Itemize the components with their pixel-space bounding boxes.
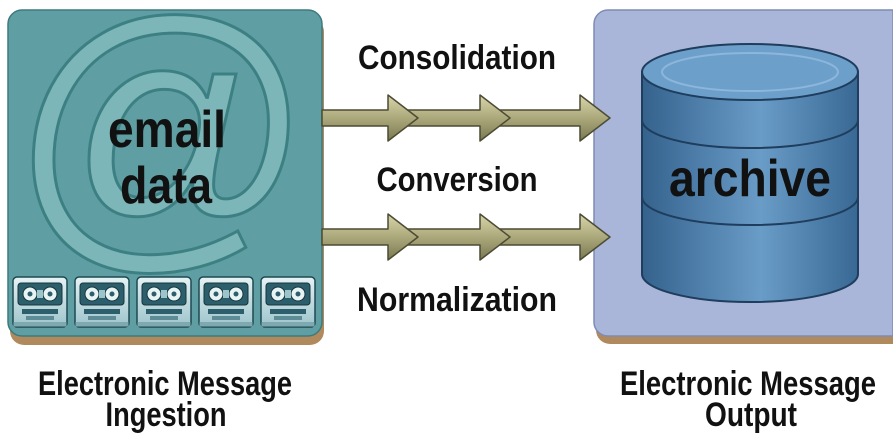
arrow-right-icon — [321, 213, 419, 261]
tape-drive-icon — [74, 276, 130, 328]
process-label-conversion: Conversion — [377, 161, 538, 199]
process-label-normalization: Normalization — [357, 281, 557, 319]
at-sign-icon: @ — [10, 0, 315, 296]
arrow-right-icon — [495, 213, 611, 261]
arrow-right-icon — [495, 94, 611, 142]
process-label-consolidation: Consolidation — [358, 39, 556, 77]
output-caption-line-2: Output — [705, 396, 797, 434]
tape-drive-icon — [198, 276, 254, 328]
ingestion-caption-line-1: Electronic Message — [38, 365, 292, 403]
ingestion-label-line-1: email — [108, 101, 226, 159]
output-label: archive — [669, 150, 831, 208]
database-top-cap — [641, 43, 859, 101]
database-icon — [641, 43, 859, 303]
arrow-right-icon — [403, 94, 511, 142]
database-segment-middle — [641, 119, 859, 226]
tape-drive-icon — [12, 276, 68, 328]
output-panel: archive — [593, 9, 893, 344]
arrow-right-icon — [403, 213, 511, 261]
tape-drive-icon — [136, 276, 192, 328]
output-caption-line-1: Electronic Message — [620, 365, 876, 403]
database-segment-bottom — [641, 196, 859, 303]
database-top-highlight — [661, 52, 839, 92]
tape-drive-icon — [260, 276, 316, 328]
flow-arrow-bottom — [321, 213, 611, 261]
ingestion-label-line-2: data — [120, 157, 213, 215]
tape-drive-row — [12, 276, 316, 328]
ingestion-panel-box — [7, 9, 323, 337]
ingestion-panel: @ email data — [7, 0, 324, 345]
flow-arrow-top — [321, 94, 611, 142]
ingestion-caption-line-2: Ingestion — [106, 396, 227, 434]
arrow-right-icon — [321, 94, 419, 142]
